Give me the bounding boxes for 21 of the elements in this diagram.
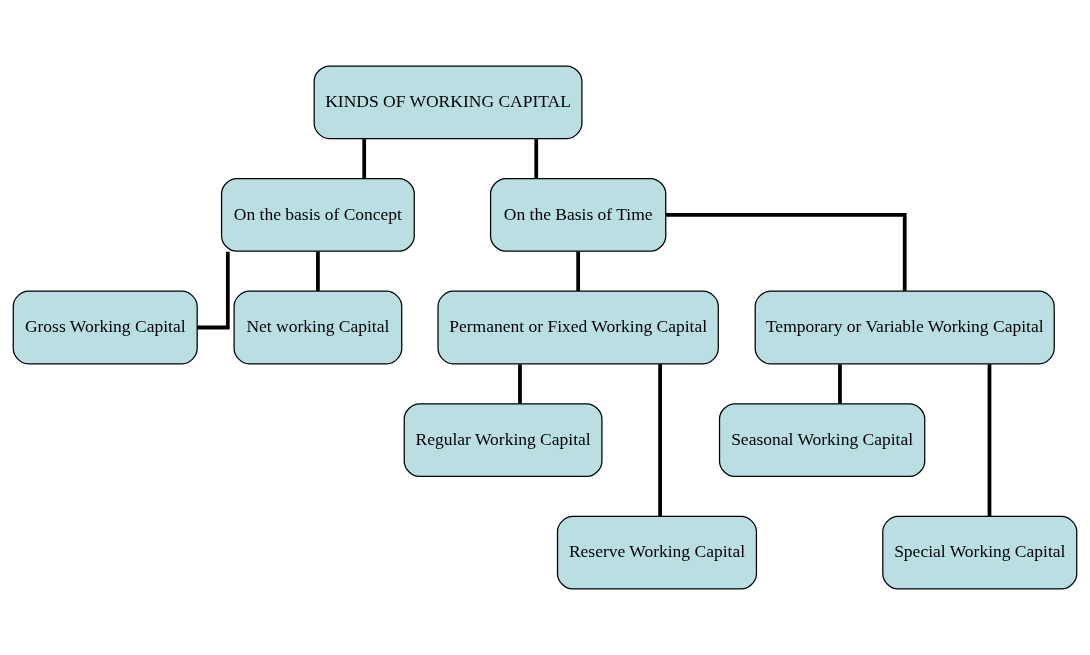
connector [838, 364, 842, 404]
node-box: KINDS OF WORKING CAPITAL [313, 65, 583, 140]
node-box: Regular Working Capital [403, 403, 603, 477]
node-box: Seasonal Working Capital [718, 403, 926, 477]
connector [518, 364, 522, 404]
node-box: Temporary or Variable Working Capital [754, 290, 1055, 365]
node-box: Gross Working Capital [12, 290, 198, 365]
connector [666, 213, 907, 291]
node-box: Net working Capital [233, 290, 403, 365]
connector [316, 251, 320, 291]
node-box: Permanent or Fixed Working Capital [437, 290, 719, 365]
connector [987, 364, 992, 517]
connector [658, 364, 662, 517]
connector [197, 251, 230, 330]
node-box: On the basis of Concept [220, 178, 415, 252]
node-box: Special Working Capital [882, 515, 1078, 590]
node-box: Reserve Working Capital [556, 515, 758, 590]
connector [362, 139, 367, 179]
connector [576, 251, 581, 291]
node-box: On the Basis of Time [489, 178, 667, 252]
connector [534, 139, 539, 179]
